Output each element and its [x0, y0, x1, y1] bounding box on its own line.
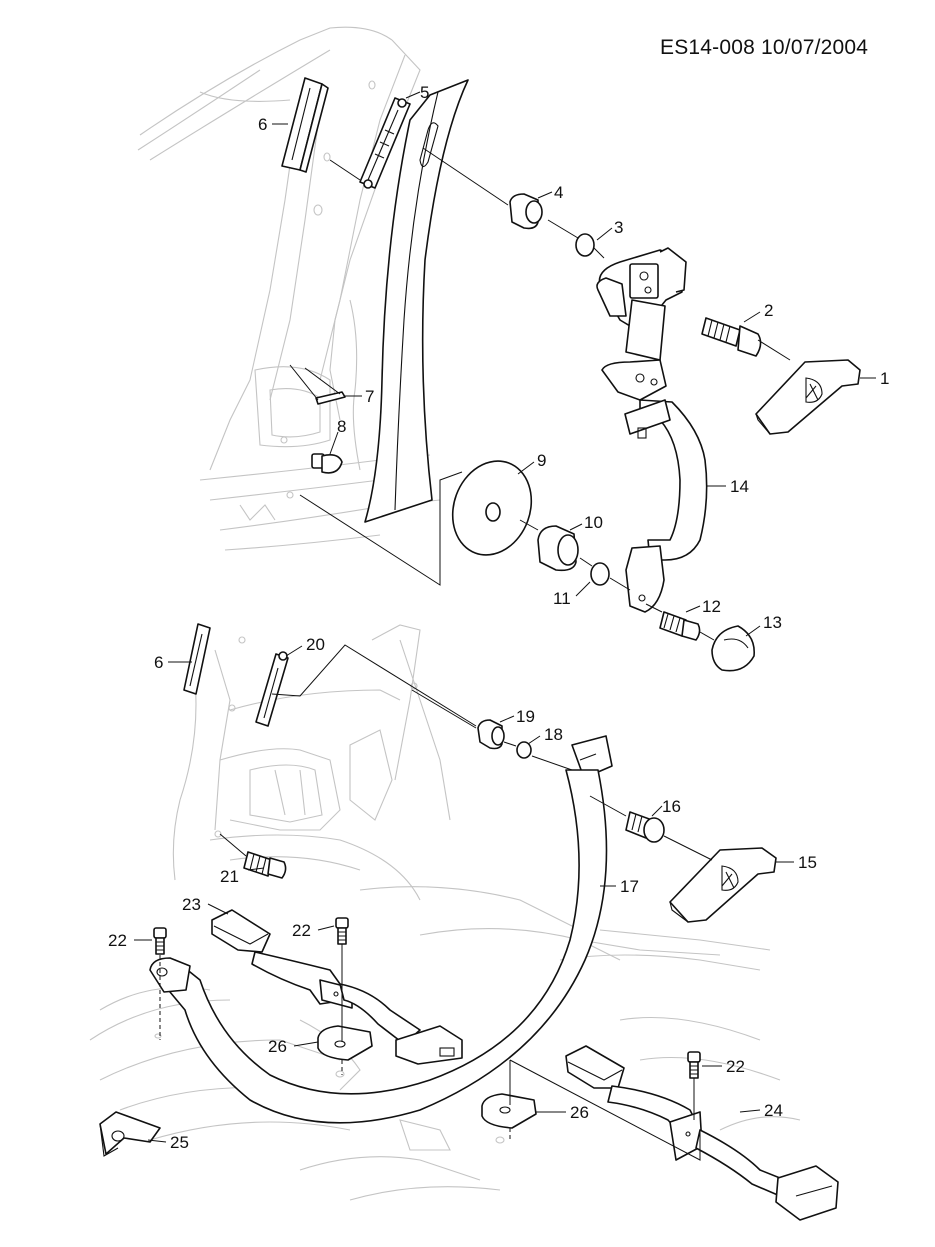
callout-21: 21 [220, 867, 239, 886]
callout-22-right: 22 [726, 1057, 745, 1076]
lower-leader-lines [159, 644, 713, 1161]
callout-22-center: 22 [292, 921, 311, 940]
callout-3: 3 [614, 218, 623, 237]
callout-10: 10 [584, 513, 603, 532]
callout-24: 24 [764, 1101, 783, 1120]
callout-12: 12 [702, 597, 721, 616]
callout-19: 19 [516, 707, 535, 726]
upper-body-panel-outline [137, 26, 441, 551]
part-6-lower-adjuster-cover [183, 623, 211, 695]
part-26-anchor-plate-left [317, 1025, 373, 1061]
part-26-anchor-plate-right [481, 1093, 537, 1129]
part-14-belt-webbing [601, 359, 708, 613]
part-18-washer [516, 741, 532, 759]
callout-6-upper: 6 [258, 115, 267, 134]
part-21-bolt [243, 851, 287, 879]
part-4-spacer [509, 193, 543, 230]
callout-5: 5 [420, 83, 429, 102]
callout-25: 25 [170, 1133, 189, 1152]
part-22-bolt-b [335, 917, 349, 945]
part-23-buckle [211, 909, 353, 1009]
center-tongue-belt [339, 983, 463, 1065]
diagram-code: ES14-008 10/07/2004 [660, 36, 869, 59]
part-24-buckle-belt [565, 1045, 839, 1221]
part-5-height-adjuster [359, 97, 411, 189]
part-22-bolt-c [687, 1051, 701, 1079]
callout-4: 4 [554, 183, 563, 202]
callout-26-right: 26 [570, 1103, 589, 1122]
part-25-bracket [99, 1111, 161, 1157]
callout-11: 11 [553, 589, 571, 608]
callout-7: 7 [365, 387, 374, 406]
callout-2: 2 [764, 301, 773, 320]
callout-20: 20 [306, 635, 325, 654]
part-3-washer [575, 233, 595, 257]
part-6-upper-adjuster-cover [281, 77, 329, 173]
callout-15: 15 [798, 853, 817, 872]
part-12-bolt [659, 611, 701, 641]
part-22-bolt-a [153, 927, 167, 955]
callout-16: 16 [662, 797, 681, 816]
callout-18: 18 [544, 725, 563, 744]
part-16-bolt [625, 811, 665, 843]
part-8-bolt [311, 453, 343, 474]
callout-1: 1 [880, 369, 889, 388]
upper-leader-lines [299, 147, 791, 641]
part-9-large-washer [451, 460, 533, 556]
part-20-adjuster [255, 651, 289, 727]
part-2-bolt [701, 317, 762, 357]
lower-body-panel-outline [89, 624, 801, 1201]
part-1-cover [755, 359, 861, 435]
callout-22-left: 22 [108, 931, 127, 950]
retractor-assembly [596, 247, 687, 361]
part-10-spacer [537, 525, 579, 572]
callouts: 1 2 3 4 5 6 7 8 9 10 11 12 13 14 6 20 19… [108, 83, 889, 1152]
callout-6-lower: 6 [154, 653, 163, 672]
b-pillar-trim [364, 79, 469, 523]
callout-13: 13 [763, 613, 782, 632]
callout-8: 8 [337, 417, 346, 436]
callout-23: 23 [182, 895, 201, 914]
part-7-clip [315, 391, 346, 405]
callout-26-left: 26 [268, 1037, 287, 1056]
part-13-cap [711, 625, 755, 672]
callout-9: 9 [537, 451, 546, 470]
part-11-washer [590, 562, 610, 586]
callout-14: 14 [730, 477, 749, 496]
part-19-spacer [477, 719, 505, 750]
part-15-cover [669, 847, 777, 923]
callout-17: 17 [620, 877, 639, 896]
